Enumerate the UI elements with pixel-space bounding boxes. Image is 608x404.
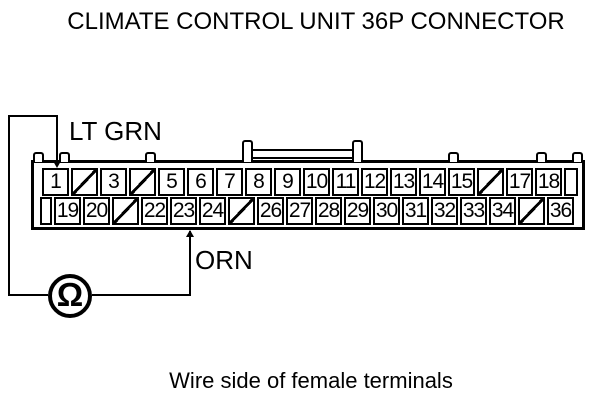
connector-tab: [33, 152, 44, 162]
pin-cell-6: 6: [187, 168, 214, 196]
connector-tab: [572, 152, 583, 162]
pin-cell-3: 3: [100, 168, 127, 196]
pin-cell-no-terminal: [71, 168, 98, 196]
wire-color-label-pin23: ORN: [195, 245, 253, 275]
pin-cell-10: 10: [303, 168, 330, 196]
pin-cell-no-terminal: [518, 197, 545, 225]
probe-arrow-pin1-icon: [53, 161, 61, 168]
pin-cell-13: 13: [390, 168, 417, 196]
connector-lock-post: [242, 140, 253, 162]
pin-cell-no-terminal: [129, 168, 156, 196]
diagram-title: CLIMATE CONTROL UNIT 36P CONNECTOR: [67, 8, 565, 35]
pin-cell-no-terminal: [112, 197, 139, 225]
pin-cell-5: 5: [158, 168, 185, 196]
pin-cell-no-terminal: [477, 168, 504, 196]
pin-cell-34: 34: [489, 197, 516, 225]
pin-cell-32: 32: [431, 197, 458, 225]
pin-cell-23: 23: [170, 197, 197, 225]
probe-arrow-pin23-icon: [186, 230, 194, 237]
pin-cell-12: 12: [361, 168, 388, 196]
connector-tab: [536, 152, 547, 162]
pin-cell-29: 29: [344, 197, 371, 225]
wire-segment-left-vertical: [8, 115, 10, 296]
pin-cell-22: 22: [141, 197, 168, 225]
pin-cell-11: 11: [332, 168, 359, 196]
wire-segment-pin23-vertical: [189, 231, 191, 296]
connector-filler-slot: [564, 168, 578, 196]
pin-cell-14: 14: [419, 168, 446, 196]
pin-cell-24: 24: [199, 197, 226, 225]
pin-cell-36: 36: [547, 197, 574, 225]
pin-cell-18: 18: [535, 168, 562, 196]
connector-filler-slot: [40, 197, 52, 225]
pin-cell-31: 31: [402, 197, 429, 225]
connector-tab: [145, 152, 156, 162]
pin-cell-33: 33: [460, 197, 487, 225]
connector-lock-bar: [248, 149, 362, 159]
connector-tab: [59, 152, 70, 162]
pin-cell-7: 7: [216, 168, 243, 196]
wire-segment-meter-left: [8, 294, 48, 296]
pin-cell-28: 28: [315, 197, 342, 225]
ohmmeter: Ω: [48, 274, 92, 318]
diagram-caption: Wire side of female terminals: [169, 368, 453, 393]
connector-tab: [448, 152, 459, 162]
pin-cell-17: 17: [506, 168, 533, 196]
connector-lock-post: [352, 140, 363, 162]
pin-cell-9: 9: [274, 168, 301, 196]
pin-cell-27: 27: [286, 197, 313, 225]
pin-cell-26: 26: [257, 197, 284, 225]
pin-cell-no-terminal: [228, 197, 255, 225]
pin-cell-15: 15: [448, 168, 475, 196]
pin-cell-30: 30: [373, 197, 400, 225]
wire-segment-pin1-vertical: [56, 115, 58, 161]
pin-cell-20: 20: [83, 197, 110, 225]
ohm-icon: Ω: [56, 276, 84, 313]
wire-segment-pin1-horizontal: [8, 115, 58, 117]
pin-cell-8: 8: [245, 168, 272, 196]
pin-cell-19: 19: [54, 197, 81, 225]
wire-color-label-pin1: LT GRN: [69, 116, 162, 146]
wire-segment-meter-right: [92, 294, 191, 296]
pin-cell-1: 1: [42, 168, 69, 196]
